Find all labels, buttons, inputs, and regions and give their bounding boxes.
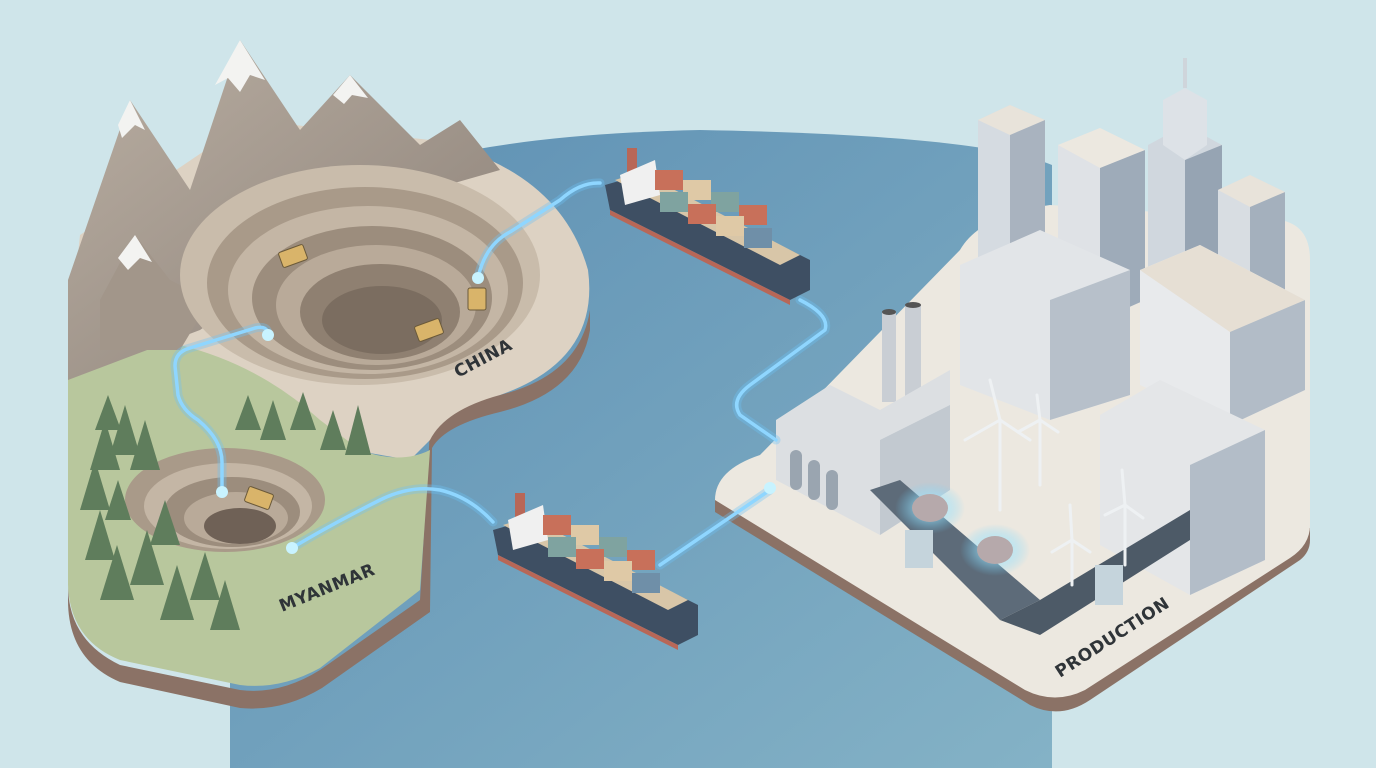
wind-turbines	[963, 378, 1145, 587]
route-china-ship	[476, 181, 602, 280]
route-ship-production-top	[734, 298, 828, 442]
route-myanmar-china	[173, 325, 270, 494]
ship-bottom	[493, 493, 698, 650]
haul-trucks	[244, 244, 487, 510]
myanmar-mine-pit	[125, 448, 325, 552]
supply-routes	[170, 178, 831, 570]
route-myanmar-ship	[290, 487, 495, 550]
forest	[80, 392, 371, 630]
route-ship-production-bottom	[658, 488, 772, 567]
ship-top	[605, 148, 810, 305]
conveyor-belt	[870, 480, 1190, 635]
